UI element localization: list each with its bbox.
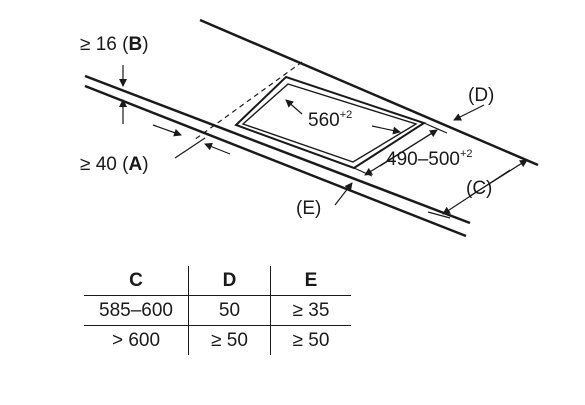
- cell-c: 585–600: [84, 295, 189, 326]
- table-header-row: C D E: [84, 266, 351, 296]
- worktop-edges: [84, 18, 539, 238]
- a-dimension-left: [152, 124, 182, 137]
- clearance-table: C D E 585–600 50 ≥ 35 > 600 ≥ 50 ≥ 50: [84, 266, 351, 355]
- d-leader: [453, 104, 485, 121]
- cell-e: ≥ 35: [270, 295, 351, 326]
- cell-e: ≥ 50: [270, 325, 351, 355]
- header-c: C: [84, 266, 189, 296]
- cutout-depth-label: 490–500+2: [386, 148, 473, 170]
- cell-d: 50: [188, 295, 271, 326]
- a-dimension-leader: [174, 137, 206, 159]
- cell-c: > 600: [111, 329, 161, 351]
- a-dimension-right: [204, 142, 231, 155]
- label-c: (C): [466, 178, 492, 199]
- c-dimension-rev: [469, 159, 528, 197]
- cutout-width-label: 560+2: [308, 109, 352, 131]
- table-row: > 600 ≥ 50 ≥ 50: [84, 325, 351, 355]
- label-d: (D): [468, 85, 494, 106]
- c-ext-front: [427, 211, 451, 219]
- header-d: D: [188, 266, 271, 296]
- dimension-lines: [119, 65, 528, 219]
- label-b: ≥ 16 (B): [80, 34, 149, 55]
- worktop-back-edge: [199, 18, 539, 167]
- header-e: E: [270, 266, 351, 296]
- label-e: (E): [296, 198, 321, 219]
- worktop-front-edge-upper: [84, 74, 471, 225]
- wall-dashed-line: [193, 61, 303, 141]
- depth-dimension-rev: [379, 129, 438, 167]
- cutout-inner: [241, 83, 418, 163]
- e-dimension: [334, 182, 353, 206]
- depth-ext-top: [423, 122, 448, 134]
- width-dimension-right: [371, 125, 401, 135]
- worktop-front-edge-lower: [84, 84, 467, 238]
- label-a: ≥ 40 (A): [80, 154, 149, 175]
- table-row: 585–600 50 ≥ 35: [84, 295, 351, 326]
- cell-d: ≥ 50: [188, 325, 271, 355]
- width-dimension-left: [285, 99, 303, 115]
